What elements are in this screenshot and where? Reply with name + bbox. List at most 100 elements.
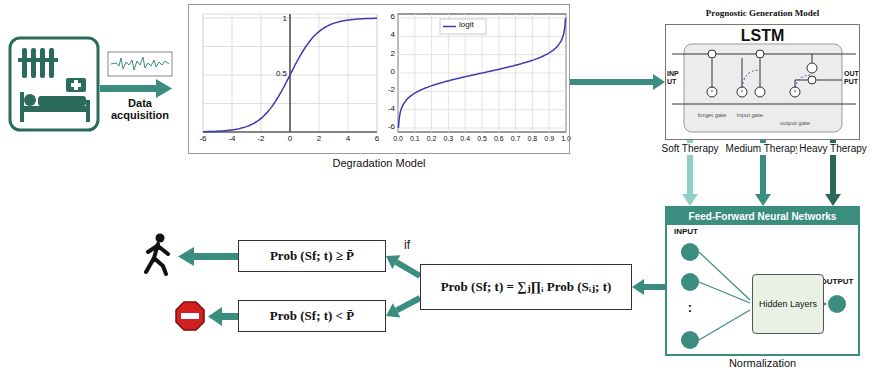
arrow-head	[682, 194, 698, 206]
formula-box: Prob (Sf; t) = ∑ⱼ∏ᵢ Prob (Sᵢⱼ; t)	[420, 264, 632, 310]
grid-line	[398, 109, 566, 110]
label: input gate	[737, 112, 763, 119]
step-label: Data acquisition	[107, 97, 173, 121]
box-heading: LSTM	[666, 27, 859, 45]
grid-line	[398, 128, 566, 129]
stop-arrow	[208, 307, 238, 326]
label: 0.8	[528, 135, 538, 143]
label: INPUT	[674, 228, 698, 237]
arrow-head	[632, 279, 644, 295]
arrow-shaft	[644, 284, 665, 290]
arrow-shaft	[396, 262, 420, 276]
label: 0.2	[427, 135, 437, 143]
hidden-layer-box: Hidden Layers	[752, 274, 824, 334]
node-text: Prob (Sf; t) ≥ P̄	[270, 248, 354, 264]
label: OUT PUT	[844, 70, 859, 85]
arrow-head	[755, 194, 771, 206]
label: 0.5	[276, 70, 287, 79]
sigmoid-curve	[203, 18, 377, 131]
label: 0.7	[511, 135, 521, 143]
grid-line	[398, 54, 566, 55]
signal-monitor	[108, 52, 172, 76]
legend-frame	[440, 19, 486, 34]
arrow-shaft	[570, 79, 653, 85]
box-header: Feed-Forward Neural Networks	[667, 208, 858, 225]
label: -2	[388, 86, 395, 95]
grid-line	[232, 14, 233, 132]
acquisition-arrow	[100, 79, 172, 98]
label: 0.6	[494, 135, 504, 143]
label: OUTPUT	[821, 278, 854, 287]
box-title: Prognostic Generation Model	[666, 8, 859, 18]
arrow-connector	[570, 74, 665, 90]
model-box: Prognostic Generation ModelLSTM	[665, 24, 860, 140]
grid-line	[203, 14, 204, 132]
label: 0.0	[393, 135, 403, 143]
label: -4	[388, 105, 395, 114]
label: -6	[388, 123, 395, 132]
label: -4	[228, 135, 235, 144]
grid-line	[398, 91, 566, 92]
grid-line	[377, 14, 378, 132]
condition-box: Prob (Sf; t) < P̄	[238, 300, 386, 332]
label: 1	[283, 15, 287, 24]
edge-label: Heavy Therapy	[797, 143, 869, 155]
plot-frame	[398, 14, 566, 132]
label: 6	[391, 13, 395, 22]
panel-caption: Degradation Model	[189, 157, 569, 169]
label: INP UT	[667, 70, 681, 85]
edge-label: Soft Therapy	[659, 143, 720, 155]
label: 0.5	[477, 135, 487, 143]
arrow-connector	[386, 255, 420, 276]
label: 0.1	[410, 135, 420, 143]
node-text: Prob (Sf; t) < P̄	[270, 308, 354, 324]
label: 0.3	[444, 135, 454, 143]
label: 0.9	[544, 135, 554, 143]
label: 4	[391, 31, 395, 40]
arrow-connector	[386, 298, 420, 317]
legend-label: logit	[459, 21, 474, 30]
plot-frame	[203, 14, 377, 132]
legend-sample	[443, 26, 456, 28]
arrow-shaft	[397, 298, 420, 310]
node-text: Hidden Layers	[759, 299, 817, 309]
walk-arrow	[178, 247, 238, 266]
condition-box: Prob (Sf; t) ≥ P̄	[238, 240, 386, 272]
arrow-head	[653, 74, 665, 90]
label: 2	[391, 50, 395, 59]
arrow-head	[386, 255, 400, 269]
network-box: Feed-Forward Neural NetworksNormalizatio…	[665, 206, 860, 356]
arrow-head	[825, 194, 841, 206]
logit-plot	[398, 14, 566, 132]
sigmoid-plot	[203, 14, 377, 132]
label: 6	[375, 135, 379, 144]
edge-label: Medium Therapy	[724, 143, 803, 155]
label: 0	[288, 135, 292, 144]
node-text: Prob (Sf; t) = ∑ⱼ∏ᵢ Prob (Sᵢⱼ; t)	[441, 279, 612, 295]
label: forget gate	[698, 112, 727, 119]
label: -6	[199, 135, 206, 144]
arrow-connector	[632, 279, 665, 295]
label: 4	[346, 135, 350, 144]
plot-panel: Degradation Model	[188, 4, 570, 154]
walking-person-icon	[146, 234, 168, 275]
label: 0	[391, 68, 395, 77]
label: 0.4	[460, 135, 470, 143]
grid-line	[398, 17, 566, 18]
logit-curve	[398, 18, 565, 128]
stop-sign-icon	[176, 302, 204, 330]
hospital-icon	[10, 38, 98, 130]
label: :	[688, 301, 692, 315]
grid-line	[348, 14, 349, 132]
label: -2	[257, 135, 264, 144]
label: output gate	[780, 120, 810, 127]
panel-caption: Normalization	[667, 357, 858, 369]
lstm-cell	[672, 44, 856, 132]
edge-label: if	[402, 239, 412, 253]
neural-network	[681, 243, 846, 349]
grid-line	[261, 14, 262, 132]
label: 2	[317, 135, 321, 144]
arrow-head	[386, 303, 400, 317]
